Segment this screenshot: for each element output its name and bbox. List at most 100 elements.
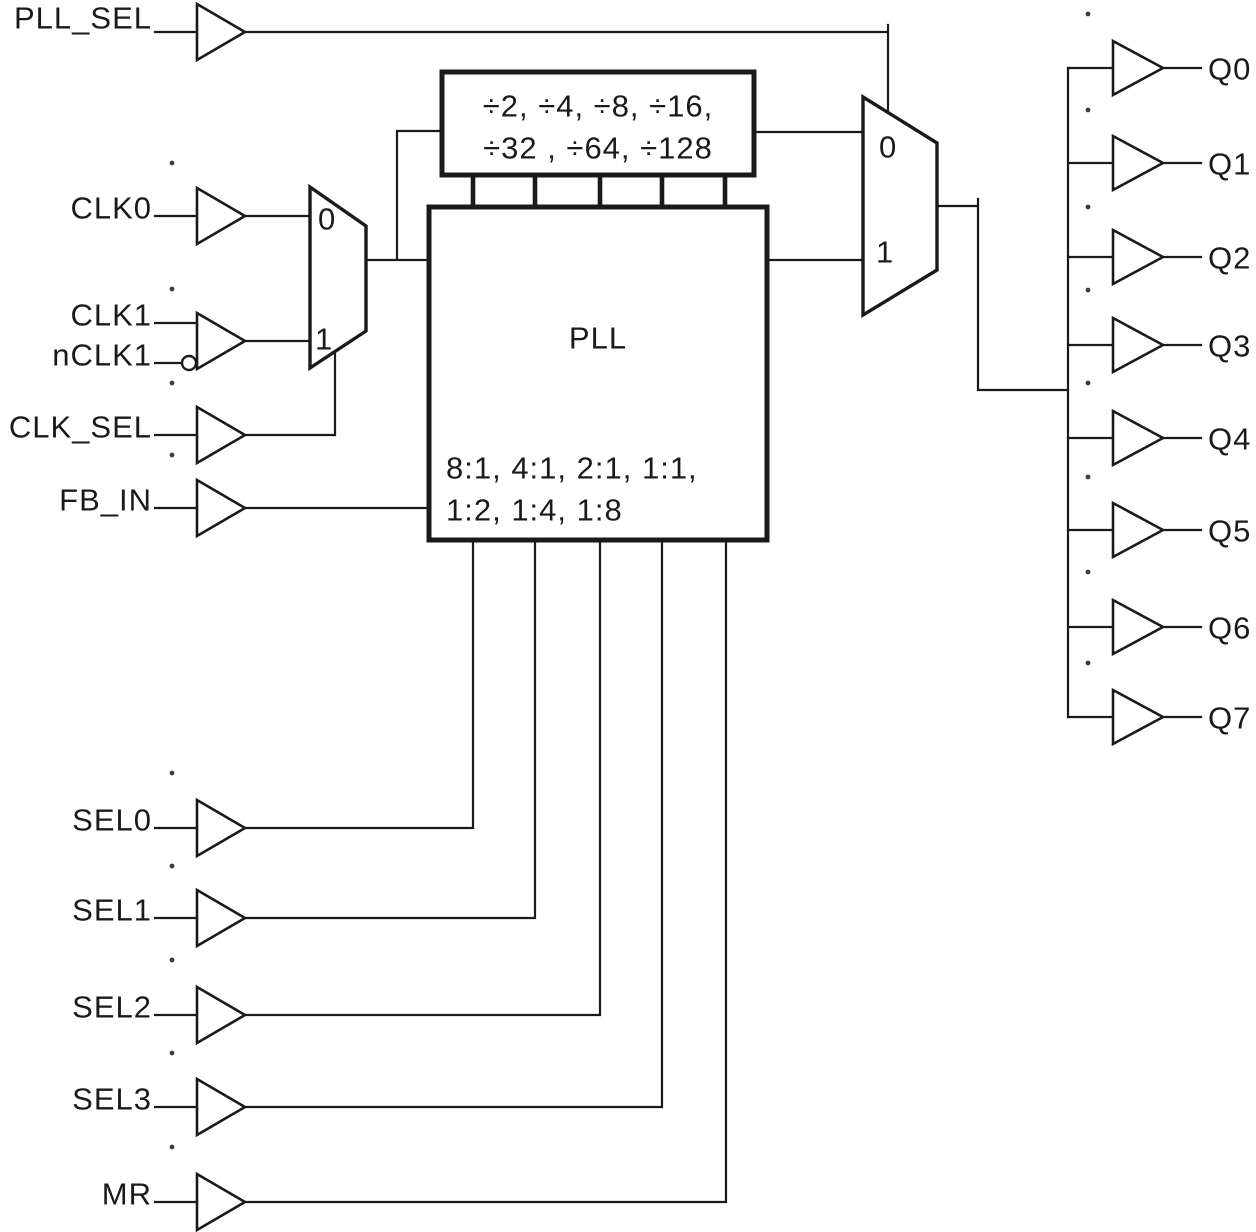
- clk-sel-net-wire: [153, 349, 337, 437]
- q3-buffer-icon: [1111, 315, 1166, 375]
- artifact-dot: [169, 1144, 175, 1150]
- input-mux-out-wire: [364, 129, 444, 262]
- output-q4: Q4: [1066, 408, 1251, 468]
- sel2-buffer-icon: [195, 984, 248, 1046]
- input-sel2: SEL2: [72, 984, 248, 1046]
- artifact-dot: [169, 452, 175, 458]
- input-sel3: SEL3: [72, 1076, 248, 1138]
- artifact-dot: [169, 380, 175, 386]
- q0-buffer-icon: [1111, 38, 1166, 98]
- input-fb-in: FB_IN: [59, 477, 248, 539]
- output-q1: Q1: [1066, 133, 1251, 193]
- output-mux-body: [861, 93, 939, 319]
- output-mux-out-wire: [935, 197, 1070, 392]
- pll-ratios-line1: 8:1, 4:1, 2:1, 1:1,: [446, 451, 698, 486]
- sel2-label: SEL2: [72, 990, 152, 1025]
- output-mux-port1-label: 1: [876, 235, 894, 270]
- clk1-diff-buffer-icon: [195, 310, 248, 372]
- sel3-label: SEL3: [72, 1082, 152, 1117]
- divider-block: ÷2, ÷4, ÷8, ÷16, ÷32 , ÷64, ÷128: [439, 69, 757, 178]
- artifact-dot: [1085, 569, 1091, 575]
- sel1-label: SEL1: [72, 893, 152, 928]
- divider-block-box: [439, 69, 757, 178]
- artifact-dot: [1085, 474, 1091, 480]
- divider-block-line1: ÷2, ÷4, ÷8, ÷16,: [483, 89, 714, 124]
- mr-net-wire: [153, 538, 728, 1204]
- output-mux-port0-label: 0: [879, 130, 897, 165]
- sel0-buffer-icon: [195, 797, 248, 859]
- artifact-dot: [169, 286, 175, 292]
- pll-ratios-line2: 1:2, 1:4, 1:8: [446, 493, 623, 528]
- input-mr: MR: [102, 1171, 248, 1232]
- q5-label: Q5: [1208, 514, 1251, 549]
- q4-buffer-icon: [1111, 408, 1166, 468]
- artifact-dot: [1085, 107, 1091, 113]
- artifact-dot: [169, 863, 175, 869]
- q2-label: Q2: [1208, 241, 1251, 276]
- pll-block-box: [426, 204, 770, 543]
- pll-block: PLL 8:1, 4:1, 2:1, 1:1, 1:2, 1:4, 1:8: [426, 204, 770, 543]
- output-q6: Q6: [1066, 597, 1251, 657]
- output-q2: Q2: [1066, 227, 1251, 287]
- input-mux-body: [308, 183, 368, 372]
- q7-buffer-icon: [1111, 687, 1166, 747]
- nclk1-inversion-bubble-icon: [180, 354, 198, 372]
- q1-label: Q1: [1208, 147, 1251, 182]
- output-q0: Q0: [1066, 38, 1251, 98]
- sel1-net-wire: [153, 538, 537, 920]
- input-pll-sel: PLL_SEL: [14, 1, 248, 63]
- divider-block-line2: ÷32 , ÷64, ÷128: [483, 131, 713, 166]
- clk0-buffer-icon: [195, 185, 248, 247]
- pll-sel-buffer-icon: [195, 1, 248, 63]
- input-mux: 0 1: [308, 183, 368, 372]
- artifact-dot: [169, 770, 175, 776]
- pll-sel-net-wire: [153, 23, 890, 115]
- artifact-dot: [1085, 380, 1091, 386]
- sel2-net-wire: [153, 538, 602, 1017]
- clk0-label: CLK0: [70, 191, 152, 226]
- pll-block-title: PLL: [569, 321, 627, 356]
- q5-buffer-icon: [1111, 500, 1166, 560]
- q2-buffer-icon: [1111, 227, 1166, 287]
- input-mux-port1-label: 1: [315, 322, 333, 357]
- mr-label: MR: [102, 1177, 152, 1212]
- input-clk0: CLK0: [70, 185, 248, 247]
- mr-buffer-icon: [195, 1171, 248, 1232]
- input-clk1-diff: CLK1 nCLK1: [52, 298, 248, 373]
- fb-in-label: FB_IN: [59, 483, 152, 518]
- pll-sel-label: PLL_SEL: [14, 1, 152, 36]
- input-sel0: SEL0: [72, 797, 248, 859]
- artifact-dot: [1085, 11, 1091, 17]
- artifact-dot: [169, 1050, 175, 1056]
- input-clk-sel: CLK_SEL: [9, 404, 248, 466]
- clk-sel-buffer-icon: [195, 404, 248, 466]
- clk-sel-label: CLK_SEL: [9, 410, 152, 445]
- artifact-dot: [1085, 204, 1091, 210]
- sel0-label: SEL0: [72, 803, 152, 838]
- artifact-dot: [1085, 287, 1091, 293]
- sel0-net-wire: [153, 538, 475, 830]
- divider-pll-connectors: [470, 172, 728, 210]
- print-artifact-dots: [169, 11, 1091, 1150]
- sel3-net-wire: [153, 538, 664, 1109]
- input-mux-port0-label: 0: [318, 202, 336, 237]
- output-mux: 0 1: [861, 93, 939, 319]
- fb-in-buffer-icon: [195, 477, 248, 539]
- nclk1-label: nCLK1: [52, 338, 152, 373]
- output-q3: Q3: [1066, 315, 1251, 375]
- q6-label: Q6: [1208, 611, 1251, 646]
- wires: [153, 23, 1070, 1204]
- sel3-buffer-icon: [195, 1076, 248, 1138]
- artifact-dot: [1085, 660, 1091, 666]
- q3-label: Q3: [1208, 329, 1251, 364]
- q4-label: Q4: [1208, 422, 1251, 457]
- artifact-dot: [169, 160, 175, 166]
- sel1-buffer-icon: [195, 887, 248, 949]
- artifact-dot: [169, 957, 175, 963]
- q1-buffer-icon: [1111, 133, 1166, 193]
- q6-buffer-icon: [1111, 597, 1166, 657]
- output-q5: Q5: [1066, 500, 1251, 560]
- clk1-label: CLK1: [70, 298, 152, 333]
- q0-label: Q0: [1208, 52, 1251, 87]
